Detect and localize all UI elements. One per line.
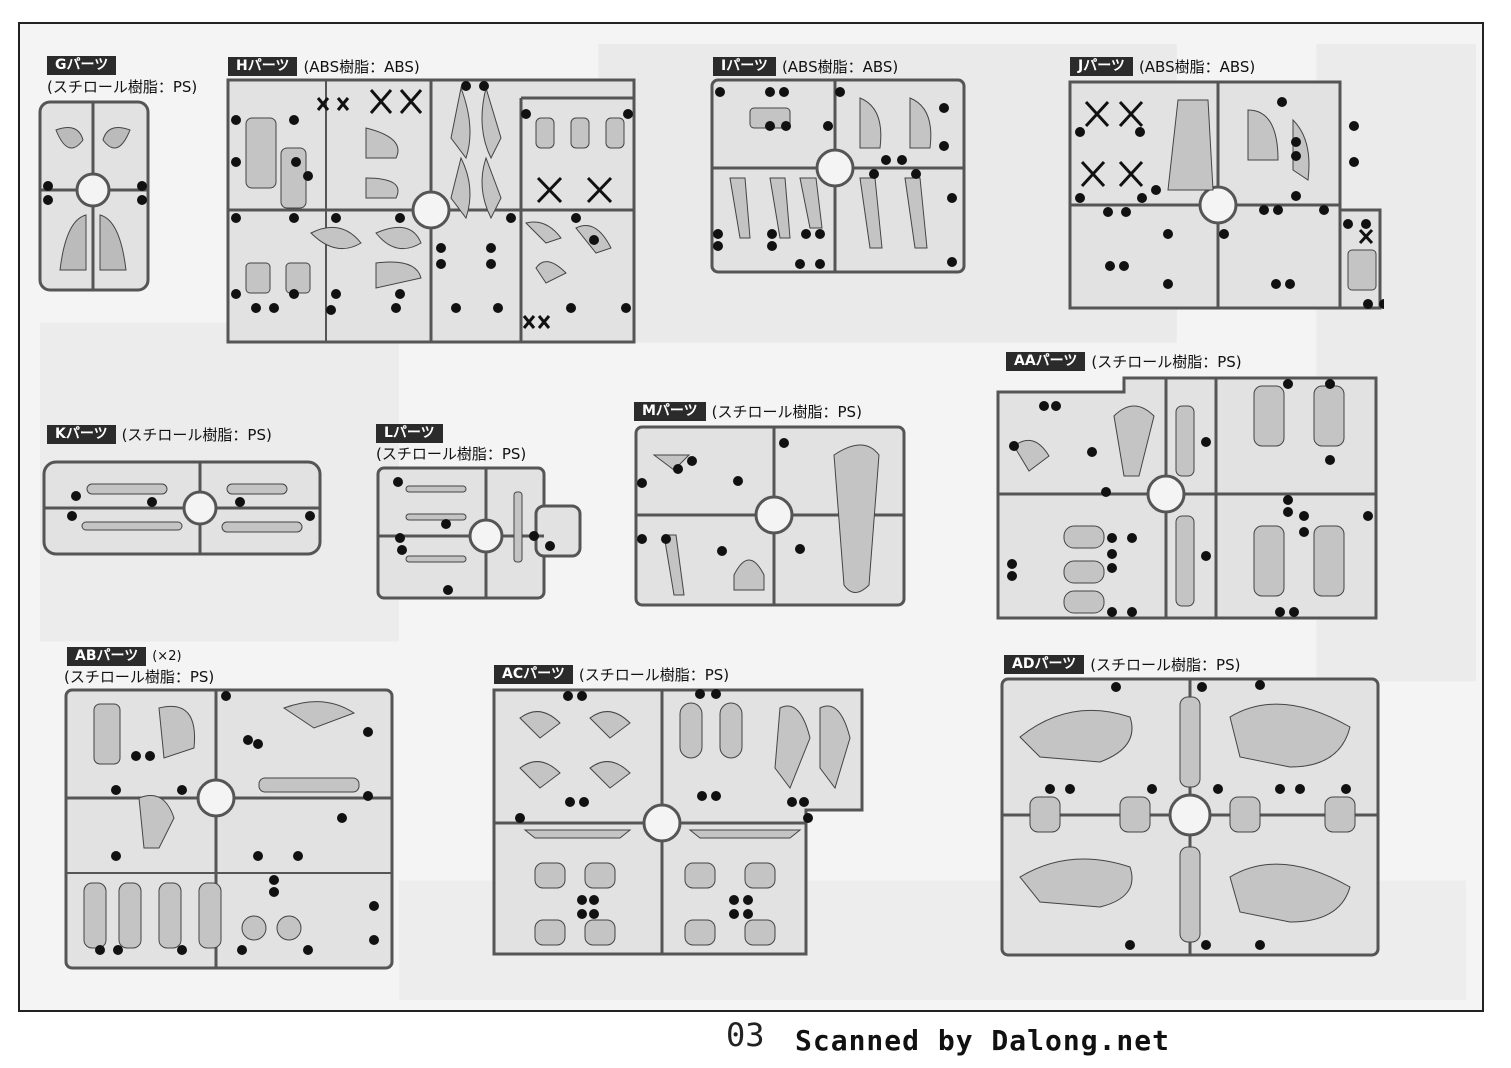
section-material-ab: (スチロール樹脂：PS) [64,668,215,686]
page-number: 03 [726,1016,765,1054]
section-material-l: (スチロール樹脂：PS) [376,445,527,463]
section-tag-ac: ACパーツ [494,665,573,684]
section-material-h: (ABS樹脂：ABS) [303,58,420,76]
section-tag-i: Iパーツ [713,57,776,76]
section-label-ab: ABパーツ (×2) [67,647,182,666]
section-tag-ad: ADパーツ [1004,655,1085,674]
section-material-ad: (スチロール樹脂：PS) [1090,656,1241,674]
section-tag-ab: ABパーツ [67,647,147,666]
section-tag-l: Lパーツ [376,424,443,443]
section-label-ac: ACパーツ (スチロール樹脂：PS) [494,664,729,685]
section-tag-j: Jパーツ [1070,57,1133,76]
section-tag-aa: AAパーツ [1006,352,1086,371]
section-tag-g: Gパーツ [47,56,117,75]
section-label-l: Lパーツ [376,424,443,443]
section-qty-ab: (×2) [152,649,182,664]
section-label-ad: ADパーツ (スチロール樹脂：PS) [1004,654,1240,675]
section-label-g: Gパーツ [47,56,117,75]
scan-credit: Scanned by Dalong.net [795,1024,1171,1057]
section-material-j: (ABS樹脂：ABS) [1138,58,1256,76]
runner-j [1068,80,1384,310]
section-label-aa: AAパーツ (スチロール樹脂：PS) [1006,351,1242,372]
section-tag-m: Mパーツ [634,402,706,421]
section-material-i: (ABS樹脂：ABS) [781,58,899,76]
section-label-i: Iパーツ (ABS樹脂：ABS) [713,56,898,77]
section-material-m: (スチロール樹脂：PS) [711,403,862,421]
runner-aa [996,376,1378,620]
runner-m [634,425,906,607]
runner-h [226,78,636,344]
section-label-h: Hパーツ (ABS樹脂：ABS) [228,56,420,77]
section-material-k: (スチロール樹脂：PS) [121,426,272,444]
runner-g [38,100,150,292]
section-material-ac: (スチロール樹脂：PS) [578,666,730,684]
section-material-aa: (スチロール樹脂：PS) [1091,353,1242,371]
section-tag-k: Kパーツ [47,425,116,444]
runner-i [710,78,966,274]
section-label-j: Jパーツ (ABS樹脂：ABS) [1070,56,1255,77]
runner-l [376,466,582,600]
runner-ad [1000,677,1380,957]
section-label-k: Kパーツ (スチロール樹脂：PS) [47,424,272,445]
runner-ab [64,688,394,970]
section-tag-h: Hパーツ [228,57,298,76]
runner-k [42,460,322,556]
section-label-m: Mパーツ (スチロール樹脂：PS) [634,401,862,422]
section-material-g: (スチロール樹脂：PS) [47,78,198,96]
runner-ac [492,688,864,956]
